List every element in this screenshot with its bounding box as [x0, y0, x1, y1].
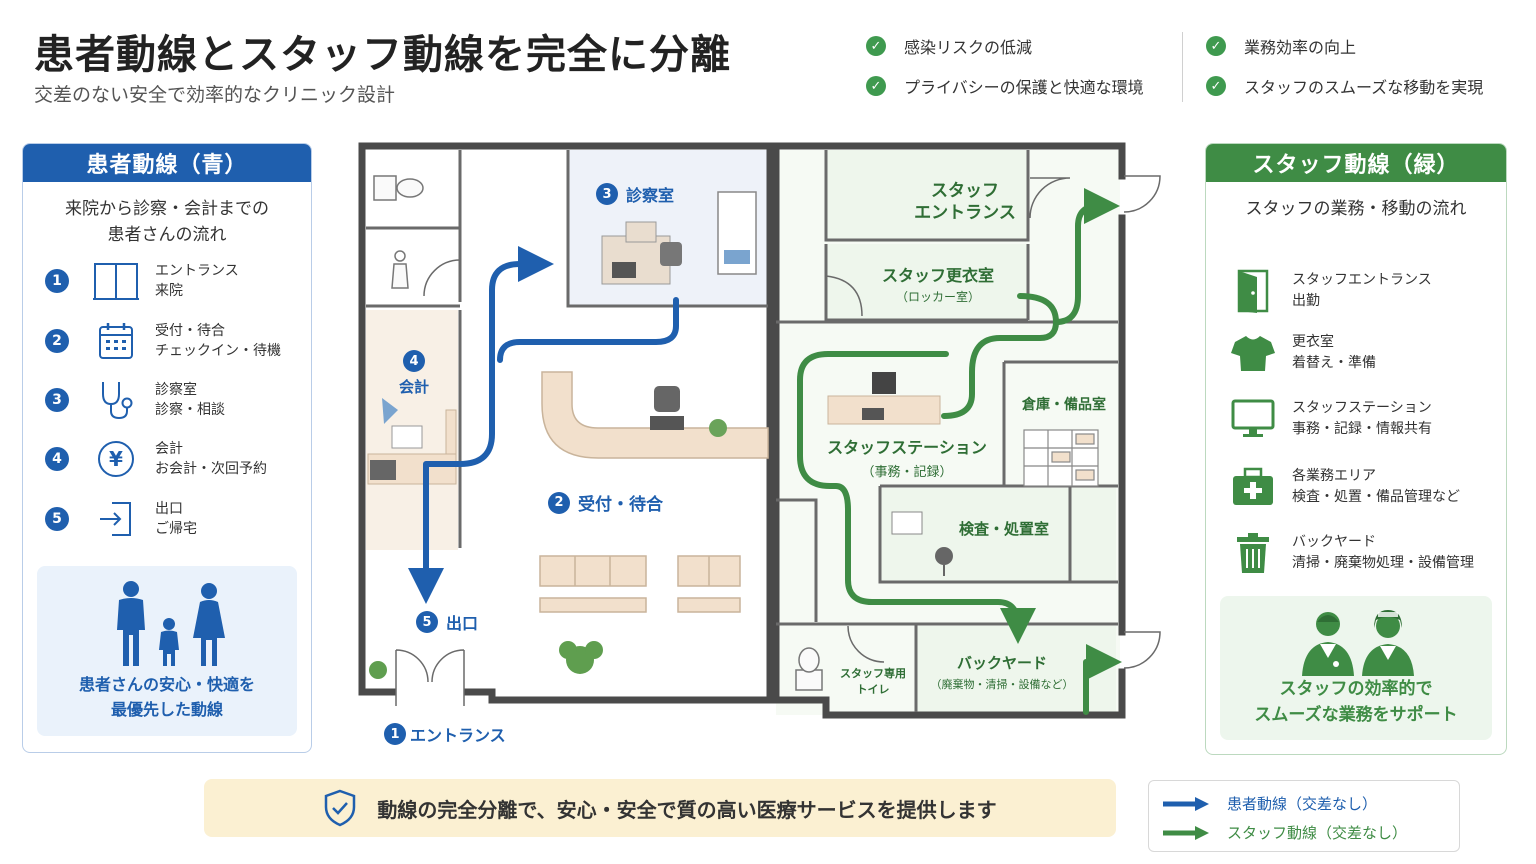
exit-icon	[93, 498, 139, 540]
shield-check-icon	[323, 789, 357, 827]
exam-room-fixtures	[891, 511, 953, 576]
staff-station-desk	[827, 372, 941, 425]
staff-step: バックヤード清掃・廃棄物処理・設備管理	[1228, 530, 1474, 576]
patient-step: 4 ¥ 会計お会計・次回予約	[45, 438, 267, 480]
footer-banner: 動線の完全分離で、安心・安全で質の高い医療サービスを提供します	[204, 779, 1116, 837]
patient-flow-path	[408, 246, 679, 604]
room-fills	[366, 150, 1120, 715]
patient-step: 5 出口ご帰宅	[45, 498, 197, 540]
yen-icon: ¥	[93, 438, 139, 480]
staff-message-box: スタッフの効率的で スムーズな業務をサポート	[1220, 596, 1492, 740]
legend-staff: スタッフ動線（交差なし）	[1163, 822, 1407, 843]
staff-panel-desc: スタッフの業務・移動の流れ	[1245, 199, 1467, 219]
benefits-list: ✓ 感染リスクの低減 ✓ プライバシーの保護と快適な環境 ✓ 業務効率の向上 ✓…	[866, 32, 1516, 104]
entrance-door-icon	[93, 260, 139, 302]
room-label-exam: 検査・処置室	[958, 520, 1049, 538]
family-icon	[117, 581, 225, 666]
check-icon: ✓	[866, 36, 886, 56]
staff-step: スタッフステーション事務・記録・情報共有	[1228, 396, 1432, 442]
stethoscope-icon	[93, 379, 139, 421]
storage-shelves	[1023, 429, 1099, 487]
page-title: 患者動線とスタッフ動線を完全に分離	[34, 32, 731, 78]
room-label-staff-station: スタッフステーション （事務・記録）	[827, 438, 987, 480]
room-label-locker: スタッフ更衣室 （ロッカー室）	[881, 266, 994, 304]
room-label-entrance: 1 エントランス	[384, 722, 506, 746]
check-icon: ✓	[866, 76, 886, 96]
trash-icon	[1228, 530, 1278, 576]
shirt-icon	[1228, 330, 1278, 376]
room-label-consultation: 3 診察室	[596, 182, 674, 206]
room-label-exit: 5 出口	[416, 610, 478, 634]
benefit-item: ✓ 感染リスクの低減	[866, 34, 1032, 58]
staff-step: スタッフエントランス出勤	[1228, 268, 1432, 314]
patient-panel-desc: 来院から診察・会計までの 患者さんの流れ	[65, 199, 269, 245]
cashier-desk	[367, 398, 457, 485]
reception-desk	[541, 371, 769, 459]
room-label-cashier: 4 会計	[396, 350, 432, 397]
benefits-divider	[1182, 32, 1183, 102]
medical-kit-icon	[1228, 464, 1278, 510]
staff-flow-panel: スタッフ動線（緑） スタッフの業務・移動の流れ スタッフエントランス出勤 更衣室…	[1205, 143, 1507, 755]
patient-message-box: 患者さんの安心・快適を 最優先した動線	[37, 566, 297, 736]
room-label-staff-entrance: スタッフ エントランス	[914, 181, 1016, 223]
calendar-icon	[93, 320, 139, 362]
green-arrow-icon	[1163, 825, 1209, 840]
plant-icon	[369, 641, 603, 679]
waiting-sofas	[539, 555, 741, 613]
staff-step: 更衣室着替え・準備	[1228, 330, 1376, 376]
staff-panel-heading: スタッフ動線（緑）	[1206, 144, 1506, 182]
staff-step: 各業務エリア検査・処置・備品管理など	[1228, 464, 1460, 510]
legend-patient: 患者動線（交差なし）	[1163, 793, 1377, 814]
benefit-item: ✓ スタッフのスムーズな移動を実現	[1206, 74, 1483, 98]
patient-panel-heading: 患者動線（青）	[23, 144, 311, 182]
room-label-reception: 2 受付・待合	[548, 490, 663, 515]
room-label-storage: 倉庫・備品室	[1022, 397, 1106, 413]
staff-door-icon	[1228, 268, 1278, 314]
legend: 患者動線（交差なし） スタッフ動線（交差なし）	[1148, 780, 1460, 852]
patient-step: 3 診察室診察・相談	[45, 379, 225, 421]
room-label-staff-toilet: スタッフ専用 トイレ	[840, 667, 906, 696]
check-icon: ✓	[1206, 76, 1226, 96]
footer-message: 動線の完全分離で、安心・安全で質の高い医療サービスを提供します	[377, 797, 997, 822]
benefit-item: ✓ 業務効率の向上	[1206, 34, 1356, 58]
patient-step: 2 受付・待合チェックイン・待機	[45, 320, 281, 362]
blue-arrow-icon	[1163, 796, 1209, 811]
check-icon: ✓	[1206, 36, 1226, 56]
room-label-backyard: バックヤード （廃棄物・清掃・設備など）	[930, 654, 1074, 691]
patient-step: 1 エントランス来院	[45, 260, 239, 302]
benefit-item: ✓ プライバシーの保護と快適な環境	[866, 74, 1144, 98]
svg-text:¥: ¥	[109, 447, 123, 471]
page-subtitle: 交差のない安全で効率的なクリニック設計	[34, 84, 396, 106]
staff-people-icon	[1302, 610, 1414, 676]
patient-flow-panel: 患者動線（青） 来院から診察・会計までの 患者さんの流れ 1 エントランス来院 …	[22, 143, 312, 753]
monitor-icon	[1228, 396, 1278, 442]
